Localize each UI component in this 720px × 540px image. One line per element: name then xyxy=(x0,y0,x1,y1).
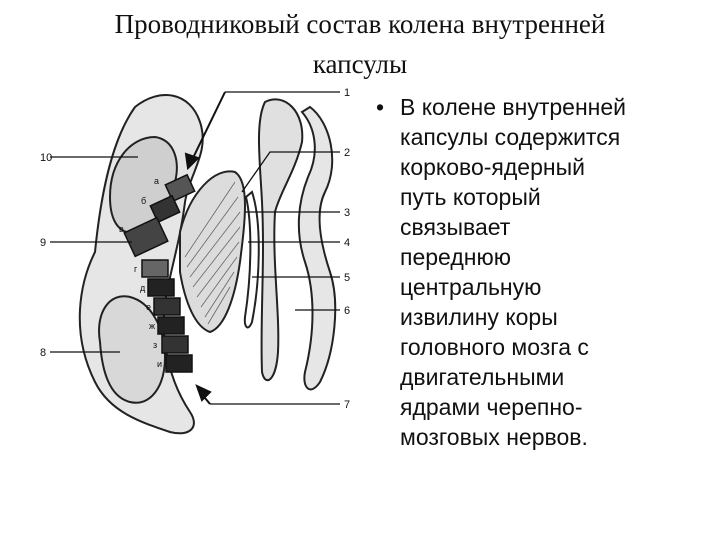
label-5: 5 xyxy=(344,272,350,284)
bullet-line-12: мозговых нервов. xyxy=(400,424,588,450)
segment-v xyxy=(123,216,169,258)
number-labels: 1 2 3 4 5 6 7 10 9 8 xyxy=(40,87,350,411)
segment-e xyxy=(153,297,181,316)
label-4: 4 xyxy=(344,237,350,249)
arrows xyxy=(184,91,226,405)
segment-b xyxy=(149,194,181,224)
letter-e: е xyxy=(146,302,151,312)
outer-cortex-right xyxy=(297,105,337,391)
letter-z: з xyxy=(153,340,157,350)
label-9: 9 xyxy=(40,237,46,249)
letter-v: в xyxy=(119,224,124,234)
letter-d: д xyxy=(140,283,146,293)
bullet-line-8: извилину коры xyxy=(400,304,558,330)
bullet-line-10: двигательными xyxy=(400,364,565,390)
letter-g: г xyxy=(134,264,138,274)
insular-cortex xyxy=(257,98,304,382)
lentiform-striations xyxy=(184,181,241,325)
claustrum xyxy=(243,190,260,329)
letter-i: и xyxy=(157,359,162,369)
letter-a: а xyxy=(154,176,159,186)
title-line-1: Проводниковый состав колена внутренней xyxy=(114,9,606,39)
bullet-marker: • xyxy=(376,94,385,120)
internal-capsule-diagram: а б в г д е ж з и 1 2 3 4 5 6 7 10 xyxy=(40,87,350,435)
label-2: 2 xyxy=(344,147,350,159)
leader-lines xyxy=(50,91,340,405)
arrow-top-head xyxy=(184,152,200,171)
bullet-line-9: головного мозга с xyxy=(400,334,589,360)
bullet-line-3: корково-ядерный xyxy=(400,154,585,180)
label-8: 8 xyxy=(40,347,46,359)
letter-zh: ж xyxy=(149,321,155,331)
bullet-line-2: капсулы содержится xyxy=(400,124,621,150)
lentiform-nucleus xyxy=(179,170,246,334)
arrow-bottom-head xyxy=(195,384,212,402)
segment-z xyxy=(161,335,189,354)
bullet-line-4: путь который xyxy=(400,184,541,210)
genu-fibers xyxy=(123,173,196,373)
segment-i xyxy=(165,354,193,373)
segment-zh xyxy=(157,316,185,335)
bullet-line-6: переднюю xyxy=(400,244,511,270)
arrow-top-shaft xyxy=(191,91,226,161)
segment-a xyxy=(164,173,196,203)
bullet-line-1: В колене внутренней xyxy=(400,94,627,120)
bullet-line-11: ядрами черепно- xyxy=(400,394,583,420)
label-10: 10 xyxy=(40,152,52,164)
bullet-line-5: связывает xyxy=(400,214,511,240)
label-6: 6 xyxy=(344,305,350,317)
segment-g xyxy=(141,259,169,278)
bullet-text: • В колене внутренней капсулы содержится… xyxy=(374,92,720,452)
letter-b: б xyxy=(141,196,146,206)
bullet-line-7: центральную xyxy=(400,274,542,300)
label-1: 1 xyxy=(344,87,350,99)
label-3: 3 xyxy=(344,207,350,219)
thalamus xyxy=(98,295,167,404)
label-7: 7 xyxy=(344,399,350,411)
segment-d xyxy=(147,278,175,297)
slide-title: Проводниковый состав колена внутренней к… xyxy=(40,4,680,84)
title-line-2: капсулы xyxy=(312,49,408,79)
segment-letters: а б в г д е ж з и xyxy=(119,176,162,369)
